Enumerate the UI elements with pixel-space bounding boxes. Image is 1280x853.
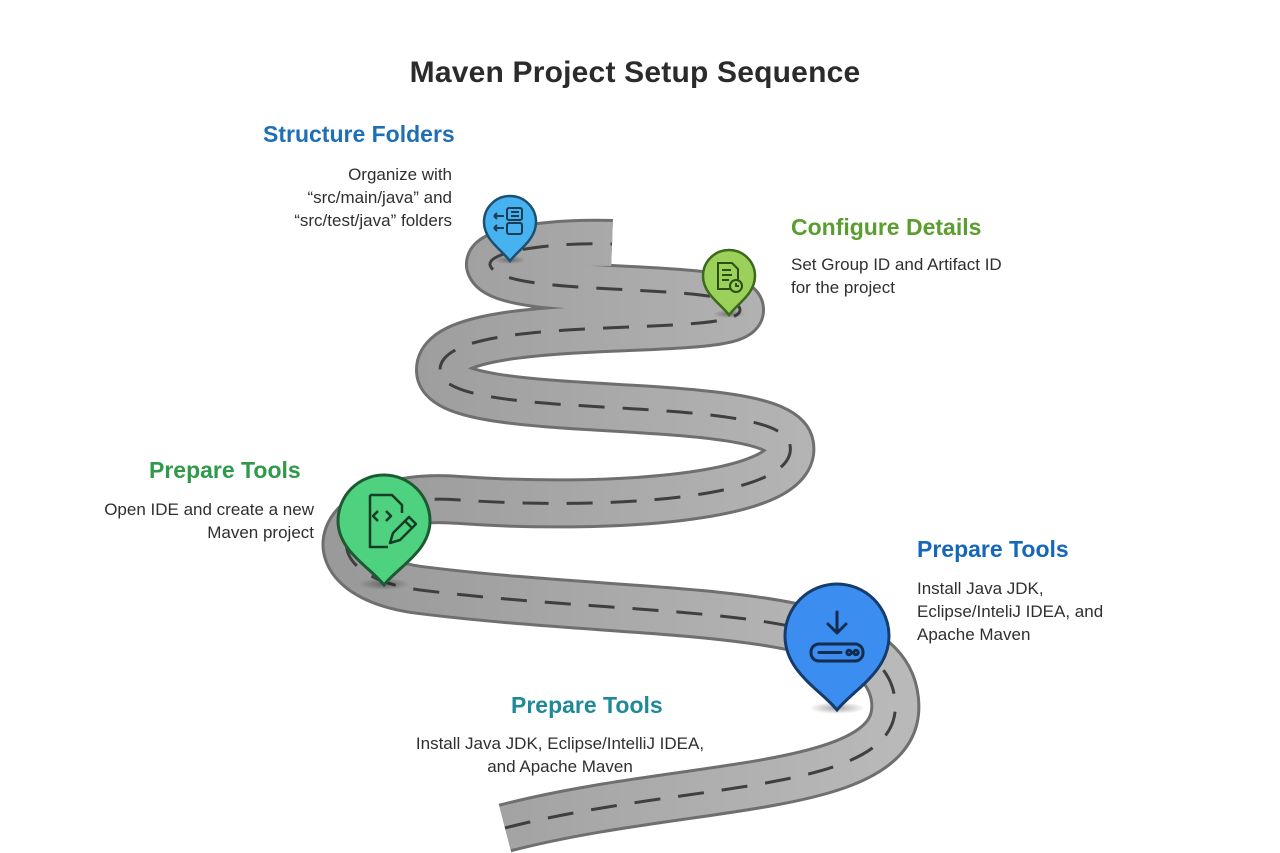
step-heading-open-ide: Prepare Tools — [149, 457, 301, 483]
download-drive-icon — [809, 610, 865, 663]
desc-line: Install Java JDK, Eclipse/IntelliJ IDEA, — [415, 734, 705, 753]
marker-install-tools — [783, 582, 891, 714]
desc-line: “src/main/java” and — [307, 188, 452, 207]
desc-line: Apache Maven — [917, 625, 1031, 644]
desc-line: Open IDE and create a new — [104, 500, 314, 519]
road-center-line — [345, 242, 897, 830]
desc-line: Set Group ID and Artifact ID — [791, 255, 1002, 274]
code-edit-icon — [368, 493, 418, 549]
desc-line: “src/test/java” folders — [294, 211, 452, 230]
marker-open-ide — [336, 473, 432, 590]
road-body — [321, 218, 921, 853]
step-heading-structure-folders: Structure Folders — [263, 121, 455, 147]
step-desc-open-ide: Open IDE and create a new Maven project — [74, 498, 314, 544]
folder-structure-icon — [493, 207, 523, 235]
desc-line: for the project — [791, 278, 895, 297]
step-heading-prepare-tools-bottom: Prepare Tools — [511, 692, 663, 718]
step-heading-install-tools: Prepare Tools — [917, 536, 1069, 562]
step-desc-install-tools: Install Java JDK, Eclipse/InteliJ IDEA, … — [917, 577, 1177, 646]
desc-line: Install Java JDK, — [917, 579, 1044, 598]
step-desc-structure-folders: Organize with “src/main/java” and “src/t… — [232, 163, 452, 232]
step-heading-configure-details: Configure Details — [791, 214, 982, 240]
page-title: Maven Project Setup Sequence — [409, 56, 861, 89]
step-desc-configure-details: Set Group ID and Artifact ID for the pro… — [791, 253, 1091, 299]
desc-line: Maven project — [207, 523, 314, 542]
marker-configure-details — [701, 248, 757, 318]
desc-line: and Apache Maven — [487, 757, 633, 776]
desc-line: Eclipse/InteliJ IDEA, and — [917, 602, 1104, 621]
marker-structure-folders — [482, 194, 538, 264]
desc-line: Organize with — [348, 165, 452, 184]
step-desc-prepare-tools-bottom: Install Java JDK, Eclipse/IntelliJ IDEA,… — [380, 732, 740, 778]
document-settings-icon — [717, 262, 743, 293]
